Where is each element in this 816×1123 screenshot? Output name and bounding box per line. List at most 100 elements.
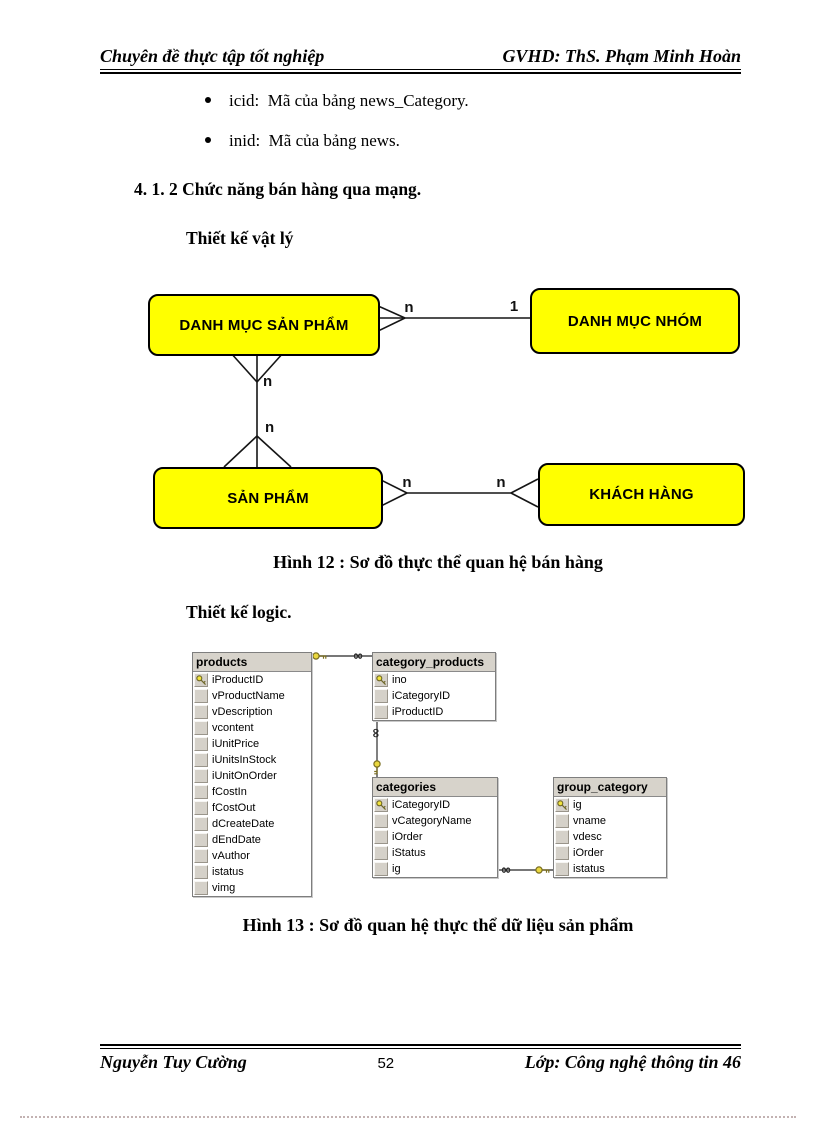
row-selector <box>194 849 208 863</box>
relationship-lines: ∞ ∞ ∞ <box>310 649 553 878</box>
header-right-title: GVHD: ThS. Phạm Minh Hoàn <box>502 46 741 66</box>
row-selector <box>194 753 208 767</box>
table-title: products <box>193 653 311 672</box>
field-name: iUnitPrice <box>212 738 260 750</box>
field-row: iProductID <box>373 704 495 720</box>
bullet-text: icid: Mã của bảng news_Category. <box>229 91 469 110</box>
primary-key-cell <box>374 798 388 812</box>
cardinality-label: n <box>402 474 411 491</box>
field-row: ino <box>373 672 495 688</box>
section-heading: 4. 1. 2 Chức năng bán hàng qua mạng. <box>134 179 422 199</box>
field-name: istatus <box>212 866 244 878</box>
field-name: vimg <box>212 882 236 894</box>
field-row: vDescription <box>193 704 311 720</box>
field-name: fCostOut <box>212 802 256 814</box>
field-row: iOrder <box>554 845 666 861</box>
infinity-icon: ∞ <box>501 863 512 878</box>
key-icon <box>373 760 381 775</box>
row-selector <box>374 814 388 828</box>
field-name: ig <box>573 799 582 811</box>
footer-rule <box>100 1044 741 1049</box>
key-icon <box>195 674 206 685</box>
field-name: iUnitOnOrder <box>212 770 277 782</box>
list-item: inid: Mã của bảng news. <box>205 131 469 151</box>
row-selector <box>194 881 208 895</box>
field-name: vname <box>573 815 607 827</box>
field-name: vAuthor <box>212 850 250 862</box>
field-row: vcontent <box>193 720 311 736</box>
primary-key-cell <box>194 673 208 687</box>
field-name: iCategoryID <box>392 799 451 811</box>
row-selector <box>194 785 208 799</box>
table-title: category_products <box>373 653 495 672</box>
page-header: Chuyên đề thực tập tốt nghiệp GVHD: ThS.… <box>100 46 741 67</box>
row-selector <box>555 814 569 828</box>
field-row: vname <box>554 813 666 829</box>
field-name: iProductID <box>212 674 264 686</box>
field-row: vProductName <box>193 688 311 704</box>
row-selector <box>194 705 208 719</box>
field-name: istatus <box>573 863 605 875</box>
cardinality-label: n <box>263 373 272 390</box>
cardinality-label: n <box>404 299 413 316</box>
key-icon <box>312 652 327 660</box>
entity-danh-muc-nhom: DANH MỤC NHÓM <box>530 288 740 354</box>
field-name: iUnitsInStock <box>212 754 277 766</box>
list-item: icid: Mã của bảng news_Category. <box>205 91 469 111</box>
field-name: vCategoryName <box>392 815 472 827</box>
row-selector <box>194 737 208 751</box>
field-name: iOrder <box>392 831 423 843</box>
infinity-icon: ∞ <box>368 728 383 739</box>
er-diagram: n 1 n n n n DANH MỤC SẢN PHẨM DANH MỤC N… <box>0 280 816 545</box>
row-selector <box>374 705 388 719</box>
key-icon <box>375 799 386 810</box>
primary-key-cell <box>374 673 388 687</box>
field-row: fCostIn <box>193 784 311 800</box>
field-name: vProductName <box>212 690 285 702</box>
bullet-list: icid: Mã của bảng news_Category. inid: M… <box>205 91 469 171</box>
row-selector <box>555 862 569 876</box>
entity-khach-hang: KHÁCH HÀNG <box>538 463 745 526</box>
field-row: iUnitOnOrder <box>193 768 311 784</box>
field-row: iOrder <box>373 829 497 845</box>
footer-author: Nguyễn Tuy Cường <box>100 1052 247 1072</box>
row-selector <box>194 833 208 847</box>
bottom-dotted-rule <box>20 1116 796 1118</box>
field-name: vDescription <box>212 706 273 718</box>
bullet-text: inid: Mã của bảng news. <box>229 131 400 150</box>
physical-design-label: Thiết kế vật lý <box>186 228 294 248</box>
field-row: istatus <box>554 861 666 877</box>
logic-design-label: Thiết kế logic. <box>186 602 292 622</box>
field-row: dEndDate <box>193 832 311 848</box>
header-left-title: Chuyên đề thực tập tốt nghiệp <box>100 46 325 66</box>
field-row: dCreateDate <box>193 816 311 832</box>
cardinality-label: n <box>496 474 505 491</box>
field-name: iCategoryID <box>392 690 451 702</box>
field-name: ino <box>392 674 407 686</box>
row-selector <box>374 830 388 844</box>
row-selector <box>374 846 388 860</box>
field-name: ig <box>392 863 401 875</box>
field-row: vAuthor <box>193 848 311 864</box>
field-row: ig <box>373 861 497 877</box>
row-selector <box>555 830 569 844</box>
key-icon <box>375 674 386 685</box>
figure-12-caption: Hình 12 : Sơ đồ thực thể quan hệ bán hàn… <box>273 552 603 572</box>
field-name: iProductID <box>392 706 444 718</box>
field-name: dCreateDate <box>212 818 275 830</box>
row-selector <box>194 721 208 735</box>
field-row: iCategoryID <box>373 688 495 704</box>
field-row: fCostOut <box>193 800 311 816</box>
bullet-icon <box>205 97 211 103</box>
key-icon <box>535 866 550 874</box>
entity-san-pham: SẢN PHẨM <box>153 467 383 529</box>
field-row: vimg <box>193 880 311 896</box>
row-selector <box>194 865 208 879</box>
infinity-icon: ∞ <box>353 649 364 664</box>
field-name: dEndDate <box>212 834 261 846</box>
footer-page-number: 52 <box>377 1055 395 1072</box>
field-name: vdesc <box>573 831 602 843</box>
primary-key-cell <box>555 798 569 812</box>
